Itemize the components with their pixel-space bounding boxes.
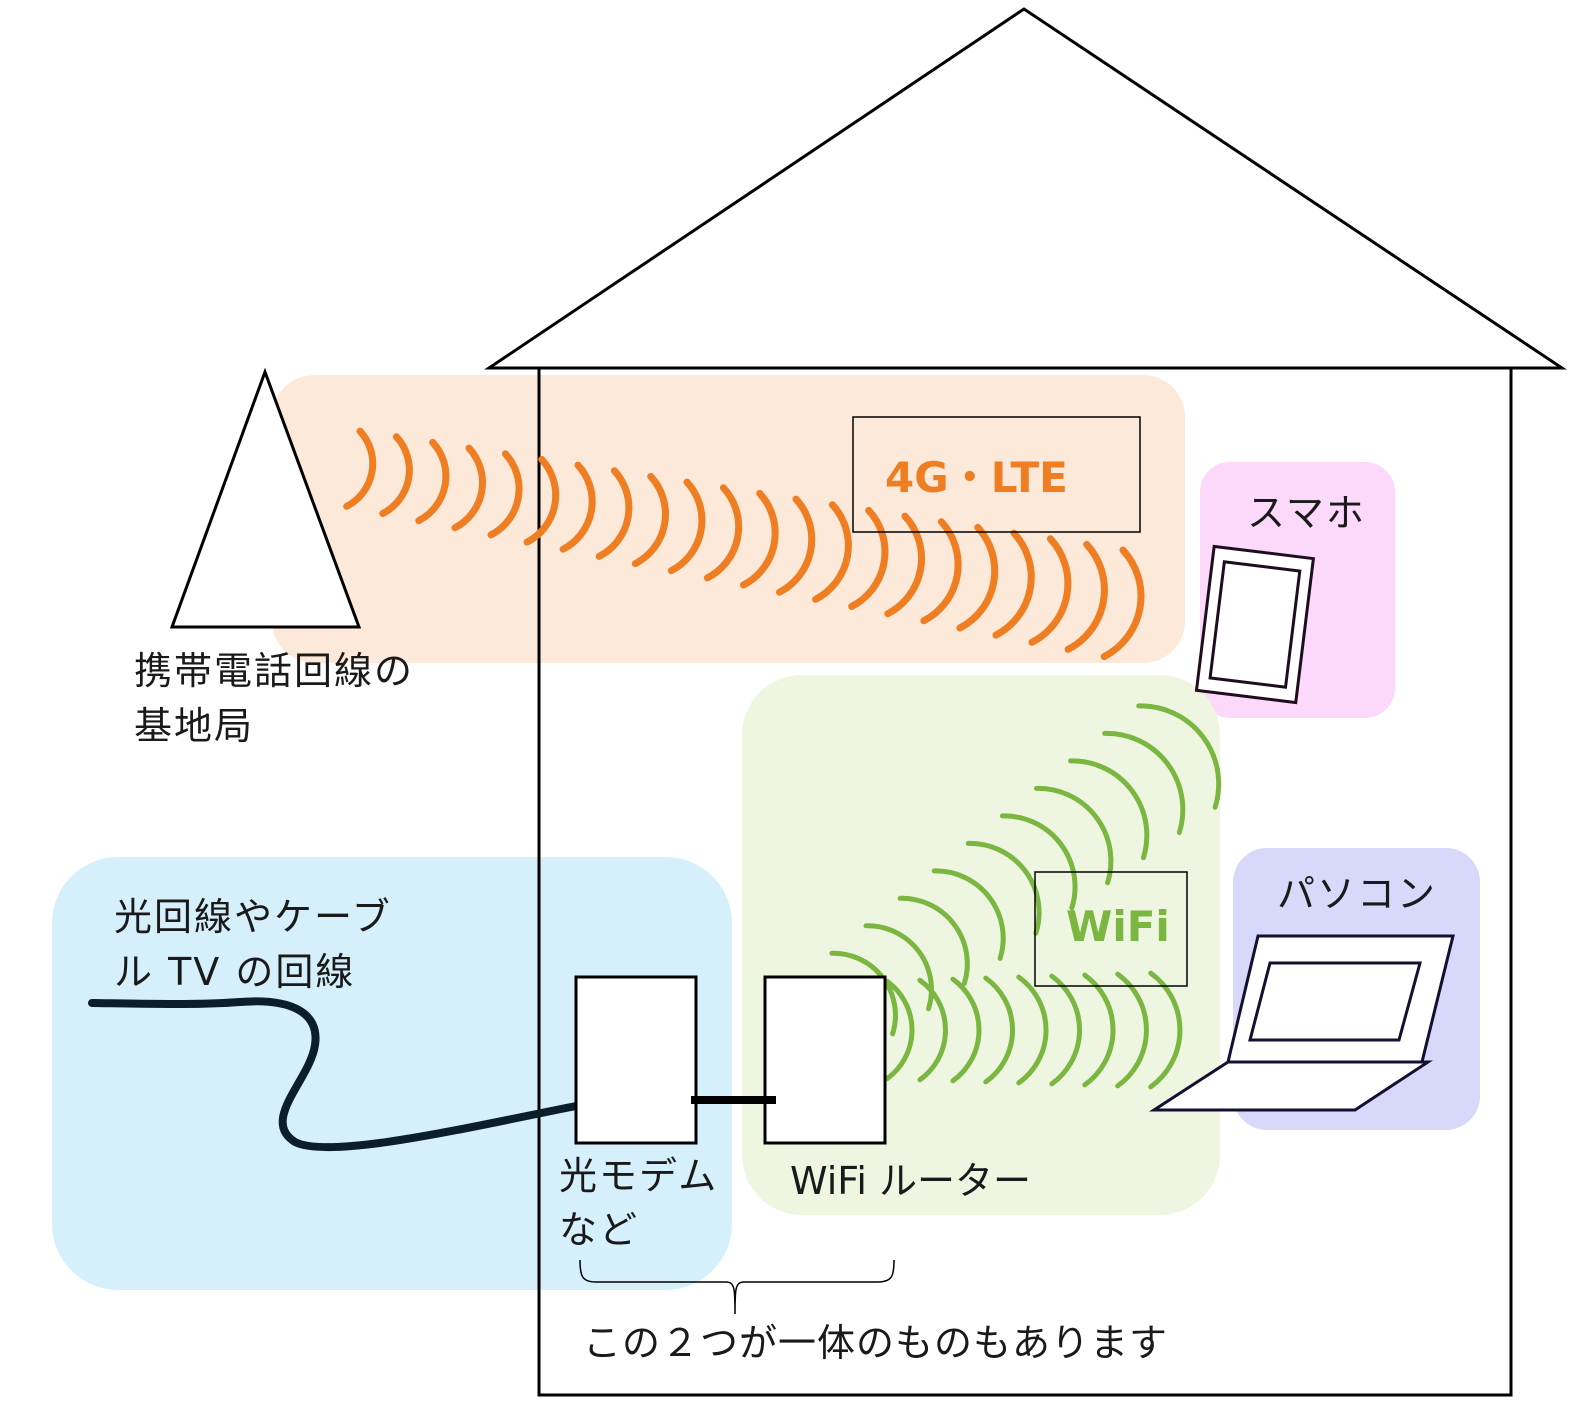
wifi-signal-waves-to-pc [884,970,1183,1090]
cellular-wave-arc [776,495,816,596]
house-roof [484,7,1567,370]
wifi-wave-arc [1136,703,1222,810]
cellular-wave-arc [667,478,706,575]
cellular-wave-arc [451,444,486,532]
cellular-wave-arc [884,512,925,618]
wifi-wave-arc [897,895,970,986]
base-station-tower [169,367,362,629]
wifi-wave-arc [950,976,982,1084]
cellular-zone [272,375,1185,663]
cellular-wave-arc [559,461,596,553]
wifi-tag-box [1034,871,1188,987]
cellular-wave-arc [920,518,962,625]
cellular-wave-arc [379,433,413,517]
wifi-wave-arc [1049,973,1082,1087]
smartphone-label: スマホ [1247,491,1366,535]
cellular-wave-arc [343,427,377,510]
modem-label-line1: 光モデム [559,1154,719,1198]
wifi-wave-arc [983,975,1015,1085]
combined-note: この２つが一体のものもあります [583,1321,1169,1365]
wifi-wave-arc [1034,785,1114,886]
wifi-wave-arc [931,868,1006,961]
cellular-wave-arc [848,506,889,610]
cellular-wave-arc [703,484,743,582]
house-wall [537,366,1513,1397]
cellular-wave-arc [812,501,852,603]
cellular-signal-waves [343,427,1145,661]
cellular-wave-arc [631,472,669,568]
cellular-wave-arc [595,467,633,560]
cellular-wave-arc [956,523,999,632]
optical-modem-box [574,975,698,1145]
combined-bracket [579,1259,895,1315]
wifi-wave-arc [917,977,948,1083]
fiber-label-line2: ル TV の回線 [114,950,356,994]
fiber-cable [88,997,580,1152]
cellular-wave-arc [487,450,523,539]
wifi-wave-arc [965,840,1042,936]
base-station-label-line1: 携帯電話回線の [134,649,415,693]
wifi-wave-arc [1068,758,1150,861]
laptop-icon [1148,934,1455,1112]
wifi-signal-label: WiFi [1066,902,1170,951]
cellular-wave-arc [415,438,450,525]
wifi-wave-arc [884,978,915,1082]
fiber-zone [52,857,732,1290]
wifi-wave-arc [1148,970,1183,1090]
wifi-wave-arc [999,813,1078,911]
pc-label: パソコン [1277,872,1438,916]
wifi-router-box [763,975,887,1145]
fiber-label-line1: 光回線やケーブ [114,895,392,939]
cellular-wave-arc [740,489,779,589]
router-label: WiFi ルーター [790,1159,1032,1203]
smartphone-icon [1194,544,1316,705]
modem-label-line2: など [559,1208,640,1252]
wifi-wave-arc [1016,974,1049,1086]
cellular-signal-label: 4G・LTE [885,453,1068,502]
cellular-tag-box [852,416,1141,533]
base-station-label-line2: 基地局 [134,704,255,748]
cellular-wave-arc [1100,546,1145,661]
wifi-wave-arc [1102,730,1186,835]
cellular-wave-arc [523,455,560,546]
cellular-wave-arc [992,529,1035,639]
cellular-wave-arc [1028,535,1072,646]
cellular-wave-arc [1064,540,1108,653]
